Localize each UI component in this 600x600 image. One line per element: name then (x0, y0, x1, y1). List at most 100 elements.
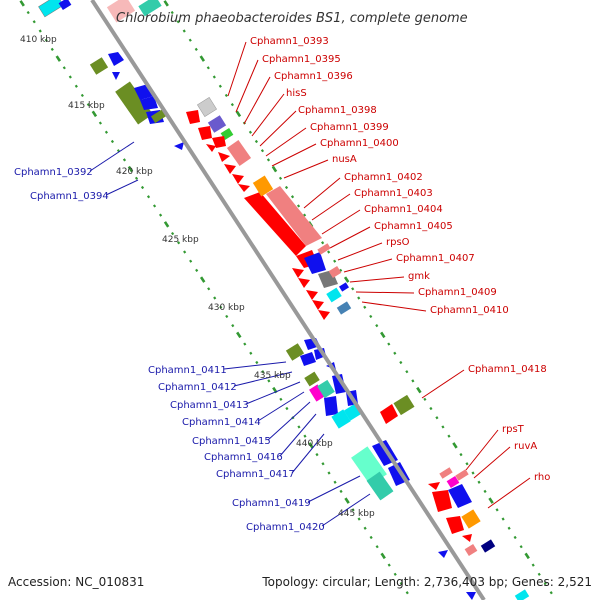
gene-label[interactable]: Cphamn1_0393 (250, 36, 329, 47)
tick-mark (399, 360, 403, 365)
gene-feature[interactable] (38, 0, 64, 18)
gene-feature[interactable] (198, 126, 212, 140)
gene-feature[interactable] (140, 96, 158, 110)
gene-label[interactable]: Cphamn1_0418 (468, 364, 547, 375)
gene-feature[interactable] (336, 301, 352, 315)
gene-label[interactable]: Cphamn1_0413 (170, 400, 249, 411)
gene-feature[interactable] (461, 509, 481, 529)
gene-label[interactable]: Cphamn1_0414 (182, 417, 261, 428)
gene-feature[interactable] (150, 108, 168, 124)
gene-feature[interactable] (174, 142, 184, 150)
gene-label[interactable]: Cphamn1_0412 (158, 382, 237, 393)
gene-label[interactable]: ruvA (514, 441, 537, 452)
gene-feature[interactable] (212, 136, 226, 148)
gene-feature[interactable] (226, 139, 252, 167)
gene-feature[interactable] (455, 469, 469, 481)
gene-feature[interactable] (328, 265, 342, 279)
gene-feature[interactable] (439, 467, 453, 479)
gene-label[interactable]: Cphamn1_0409 (418, 287, 497, 298)
tick-mark (91, 110, 98, 118)
gene-label[interactable]: hisS (286, 88, 307, 99)
gene-feature[interactable] (252, 175, 274, 197)
gene-feature[interactable] (332, 374, 346, 394)
gene-feature[interactable] (106, 0, 136, 23)
gene-feature[interactable] (318, 310, 330, 320)
gene-label[interactable]: Cphamn1_0417 (216, 469, 295, 480)
gene-feature[interactable] (446, 475, 460, 489)
gene-feature[interactable] (224, 164, 236, 174)
gene-label[interactable]: rpsO (386, 237, 410, 248)
gene-feature[interactable] (232, 174, 244, 184)
gene-label[interactable]: Cphamn1_0407 (396, 253, 475, 264)
tick-mark (267, 379, 271, 383)
gene-feature[interactable] (206, 144, 216, 152)
gene-feature[interactable] (317, 243, 331, 255)
gene-feature[interactable] (480, 539, 496, 553)
gene-feature[interactable] (380, 404, 398, 424)
gene-feature[interactable] (112, 72, 120, 80)
gene-feature[interactable] (466, 592, 476, 600)
gene-feature[interactable] (298, 278, 310, 288)
gene-feature[interactable] (393, 394, 415, 416)
gene-label[interactable]: Cphamn1_0396 (274, 71, 353, 82)
gene-label[interactable]: Cphamn1_0400 (320, 138, 399, 149)
gene-feature[interactable] (207, 115, 227, 133)
gene-feature[interactable] (115, 81, 153, 125)
gene-label[interactable]: Cphamn1_0415 (192, 436, 271, 447)
gene-feature[interactable] (514, 589, 530, 600)
gene-label[interactable]: Cphamn1_0405 (374, 221, 453, 232)
gene-feature[interactable] (218, 152, 230, 162)
gene-label[interactable]: Cphamn1_0404 (364, 204, 443, 215)
tick-mark (38, 29, 42, 33)
gene-feature[interactable] (89, 57, 109, 75)
tick-mark (344, 497, 350, 504)
gene-label[interactable]: Cphamn1_0403 (354, 188, 433, 199)
gene-feature[interactable] (300, 352, 316, 366)
gene-label[interactable]: Cphamn1_0410 (430, 305, 509, 316)
gene-label[interactable]: rho (534, 472, 550, 483)
gene-label[interactable]: Cphamn1_0411 (148, 365, 227, 376)
gene-feature[interactable] (108, 52, 124, 66)
tick-mark (303, 434, 307, 438)
gene-feature[interactable] (186, 110, 200, 124)
gene-feature[interactable] (464, 543, 478, 557)
gene-label[interactable]: Cphamn1_0398 (298, 105, 377, 116)
gene-feature[interactable] (317, 379, 335, 399)
gene-feature[interactable] (462, 534, 472, 542)
gene-label[interactable]: Cphamn1_0419 (232, 498, 311, 509)
gene-feature[interactable] (326, 287, 342, 303)
gene-feature[interactable] (448, 484, 472, 508)
gene-feature[interactable] (428, 482, 440, 490)
gene-feature[interactable] (339, 282, 349, 292)
gene-label[interactable]: Cphamn1_0420 (246, 522, 325, 533)
gene-label[interactable]: Cphamn1_0395 (262, 54, 341, 65)
gene-label[interactable]: Cphamn1_0399 (310, 122, 389, 133)
gene-feature[interactable] (266, 186, 322, 246)
gene-feature[interactable] (304, 252, 326, 274)
gene-label[interactable]: Cphamn1_0416 (204, 452, 283, 463)
gene-feature[interactable] (438, 550, 448, 558)
gene-label[interactable]: Cphamn1_0402 (344, 172, 423, 183)
gene-feature[interactable] (285, 343, 305, 361)
gene-label[interactable]: nusA (332, 154, 357, 165)
gene-feature[interactable] (197, 97, 217, 117)
gene-label[interactable]: Cphamn1_0392 (14, 167, 93, 178)
gene-label[interactable]: Cphamn1_0394 (30, 191, 109, 202)
gene-feature[interactable] (324, 396, 338, 416)
gene-feature[interactable] (244, 192, 306, 256)
gene-feature[interactable] (312, 300, 324, 310)
gene-feature[interactable] (432, 490, 452, 512)
gene-feature[interactable] (138, 0, 162, 17)
gene-feature[interactable] (366, 471, 394, 501)
leader-line (259, 110, 297, 147)
gene-label[interactable]: gmk (408, 271, 430, 282)
gene-feature[interactable] (309, 384, 325, 402)
gene-feature[interactable] (238, 184, 250, 192)
gene-feature[interactable] (446, 516, 464, 534)
gene-feature[interactable] (306, 290, 318, 300)
gene-feature[interactable] (331, 409, 351, 429)
gene-feature[interactable] (304, 371, 320, 387)
gene-label[interactable]: rpsT (502, 424, 525, 435)
gene-feature[interactable] (58, 0, 72, 11)
gene-feature[interactable] (292, 268, 304, 278)
